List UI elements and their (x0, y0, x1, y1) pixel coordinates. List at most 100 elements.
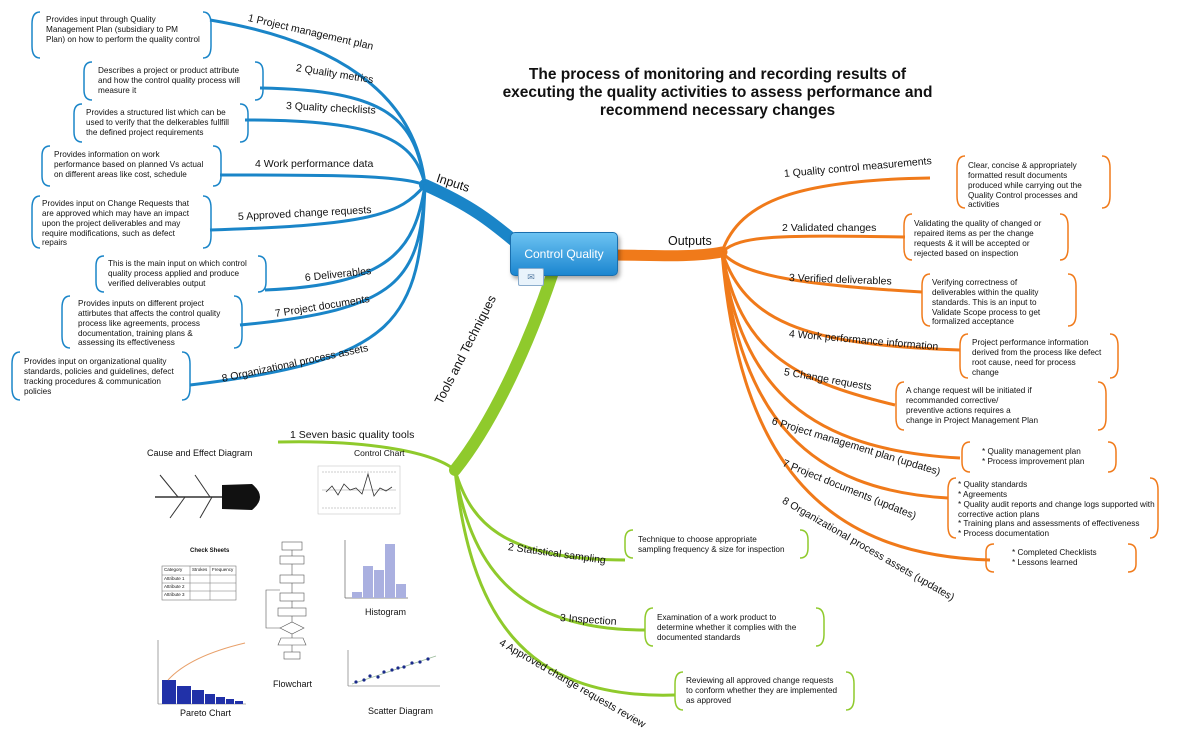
cause-effect-caption: Cause and Effect Diagram (147, 448, 253, 458)
note-line: change (972, 367, 999, 377)
output-note-7: * Quality standards * Agreements * Quali… (958, 480, 1155, 539)
output-connector-4 (720, 251, 961, 352)
note-line: Provides inputs on different project (78, 299, 204, 308)
output-note-6: * Quality management plan * Process impr… (982, 447, 1084, 467)
note-line: Plan) on how to perform the quality cont… (46, 34, 200, 44)
note-line: are approved which may have an impact (42, 208, 189, 218)
note-line: sampling frequency & size for inspection (638, 544, 785, 554)
histogram-thumbnail (344, 540, 408, 599)
note-line: and how the control quality process will (98, 75, 240, 85)
input-note-8: Provides input on organizational quality… (24, 357, 174, 396)
note-line: Technique to choose appropriate (638, 535, 757, 544)
document-icon: ✉ (518, 268, 544, 286)
note-line: attirbutes that affects the control qual… (78, 308, 221, 318)
output-connector-3 (720, 251, 923, 294)
input-note-7: Provides inputs on different project att… (78, 299, 220, 348)
output-connector-8 (720, 251, 991, 562)
input-note-5: Provides input on Change Requests that a… (42, 199, 189, 248)
input-note-6: This is the main input on which control … (108, 259, 247, 289)
check-sheet-thumbnail (161, 565, 237, 601)
check-sheet-row-3: Attribute 3 (164, 592, 185, 597)
note-line: activities (968, 200, 1000, 210)
tool-label-1[interactable]: 1 Seven basic quality tools (290, 429, 415, 441)
input-connector-4 (219, 173, 426, 187)
note-line: Provides information on work (54, 150, 160, 159)
input-note-4: Provides information on work performance… (54, 150, 203, 180)
histogram-caption: Histogram (365, 607, 407, 617)
note-line: on different areas like cost, schedule (54, 169, 187, 179)
outputs-main-branch (609, 246, 728, 262)
input-connector-3 (244, 118, 427, 186)
title-line-1: The process of monitoring and recording … (528, 66, 907, 83)
tools-main-branch (449, 269, 558, 476)
note-line: change in Project Management Plan (906, 415, 1038, 425)
scatter-diagram-caption: Scatter Diagram (368, 706, 434, 716)
flowchart-caption: Flowchart (273, 679, 313, 689)
note-line: produced while carrying out the (968, 180, 1082, 190)
control-chart-thumbnail (317, 465, 401, 515)
note-line: * Lessons learned (1012, 557, 1078, 567)
note-line: process like agreements, process (78, 318, 200, 328)
note-line: documented standards (657, 632, 741, 642)
check-sheet-header-strokes: Strokes (192, 567, 208, 572)
output-note-1: Clear, concise & appropriately formatted… (968, 161, 1082, 210)
output-connector-2 (720, 234, 906, 254)
note-line: repairs (42, 238, 68, 248)
output-note-3: Verifying correctness of deliverables wi… (932, 278, 1040, 327)
control-chart-caption: Control Chart (354, 448, 405, 458)
note-line: as approved (686, 695, 732, 705)
note-line: * Quality standards (958, 480, 1028, 489)
note-line: Examination of a work product to (657, 613, 777, 622)
note-line: standards. This is an input to (932, 297, 1037, 307)
note-line: to conform whether they are implemented (686, 685, 838, 695)
output-note-5: A change request will be initiated if re… (906, 386, 1038, 425)
input-connector-5 (209, 184, 427, 232)
note-line: preventive actions requires a (906, 405, 1011, 415)
output-label-2[interactable]: 2 Validated changes (782, 222, 877, 234)
note-line: require modifications, such as defect (42, 228, 175, 238)
note-line: determine whether it complies with the (657, 622, 797, 632)
note-line: used to verify that the delkerables full… (86, 117, 229, 127)
note-line: Provides input on organizational quality (24, 357, 167, 366)
note-line: standards, policies and guidelines, defe… (24, 366, 174, 376)
output-note-2: Validating the quality of changed or rep… (914, 219, 1041, 258)
title-line-2: executing the quality activities to asse… (502, 84, 933, 102)
input-note-3: Provides a structured list which can be … (86, 108, 229, 138)
note-line: corrective action plans (958, 509, 1040, 519)
page-title: The process of monitoring and recording … (480, 66, 955, 120)
note-line: formatted result documents (968, 170, 1068, 180)
note-line: Validating the quality of changed or (914, 219, 1042, 228)
note-line: root cause, need for process (972, 357, 1076, 367)
note-line: rejected based on inspection (914, 248, 1019, 258)
note-line: * Process improvement plan (982, 456, 1085, 466)
pareto-chart-caption: Pareto Chart (180, 708, 232, 718)
check-sheet-row-1: Attribute 1 (164, 576, 185, 581)
note-line: Clear, concise & appropriately (968, 161, 1077, 170)
output-note-8: * Completed Checklists * Lessons learned (1012, 548, 1097, 568)
note-line: Provides a structured list which can be (86, 108, 226, 117)
note-line: * Agreements (958, 489, 1008, 499)
note-line: upon the project deliverables and may (42, 218, 181, 228)
input-note-2: Describes a project or product attribute… (98, 66, 240, 96)
note-line: * Quality audit reports and change logs … (958, 499, 1155, 509)
pareto-chart-thumbnail (157, 640, 246, 705)
branch-label-outputs[interactable]: Outputs (668, 234, 712, 248)
note-line: * Quality management plan (982, 447, 1081, 456)
note-line: Quality Control processes and (968, 190, 1078, 200)
tool-connector-4 (453, 469, 676, 697)
note-line: derived from the process like defect (972, 347, 1102, 357)
note-line: Validate Scope process to get (932, 307, 1041, 317)
note-line: requests & it will be accepted or (914, 238, 1030, 248)
check-sheet-header-category: Category (164, 567, 183, 572)
note-line: Provides input on Change Requests that (42, 199, 190, 208)
note-line: Provides input through Quality (46, 15, 156, 24)
tool-note-2: Technique to choose appropriate sampling… (638, 535, 785, 555)
note-line: Management Plan (subsidiary to PM (46, 24, 178, 34)
input-connector-6 (264, 184, 427, 292)
note-line: Verifying correctness of (932, 278, 1018, 287)
output-connector-6 (720, 251, 961, 460)
note-line: This is the main input on which control (108, 259, 247, 268)
note-line: Describes a project or product attribute (98, 66, 240, 75)
input-label-4[interactable]: 4 Work performance data (255, 158, 374, 170)
